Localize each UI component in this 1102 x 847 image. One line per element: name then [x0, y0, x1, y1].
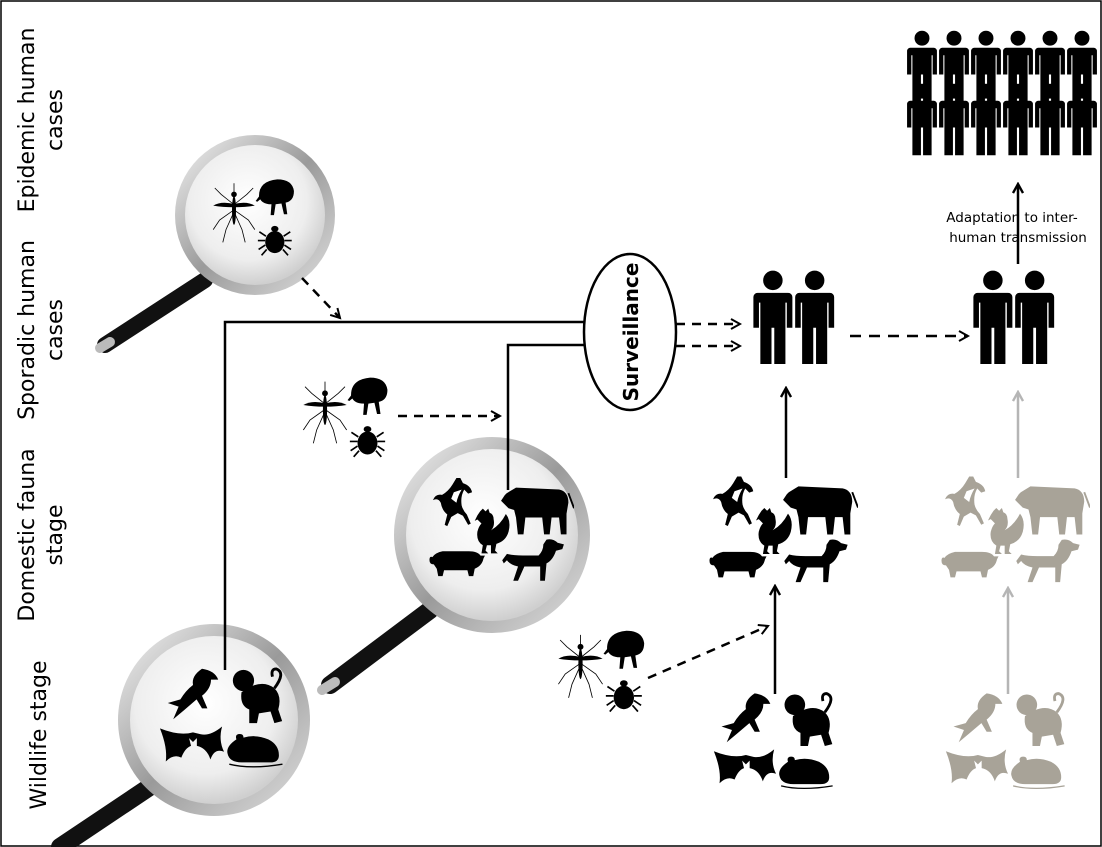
stage-label-epidemic-line1: Epidemic human	[15, 28, 40, 213]
stage-label-wildlife: Wildlife stage	[27, 660, 52, 809]
magnifier-vectors	[95, 135, 335, 353]
stage-label-epidemic-line2: cases	[43, 89, 68, 151]
stage-label-domestic-line2: stage	[43, 504, 68, 565]
stage-label-sporadic-line2: cases	[43, 299, 68, 361]
stage-label-domestic-line1: Domestic fauna	[15, 448, 40, 621]
surveillance-label: Surveillance	[619, 263, 643, 402]
stage-labels: Epidemic human cases Sporadic human case…	[15, 28, 68, 810]
adaptation-label-line1: Adaptation to inter-	[946, 210, 1078, 226]
stage-label-sporadic-line1: Sporadic human	[15, 240, 40, 420]
domestic-path-line	[506, 343, 590, 490]
magnifier-domestic	[317, 437, 590, 695]
adaptation-label-line2: human transmission	[949, 230, 1087, 246]
vectors-to-domestic-lower-arrow	[647, 626, 768, 680]
surveillance-ellipse	[582, 252, 678, 412]
magnifier-wildlife	[51, 624, 310, 847]
wildlife-path-line	[223, 320, 590, 670]
